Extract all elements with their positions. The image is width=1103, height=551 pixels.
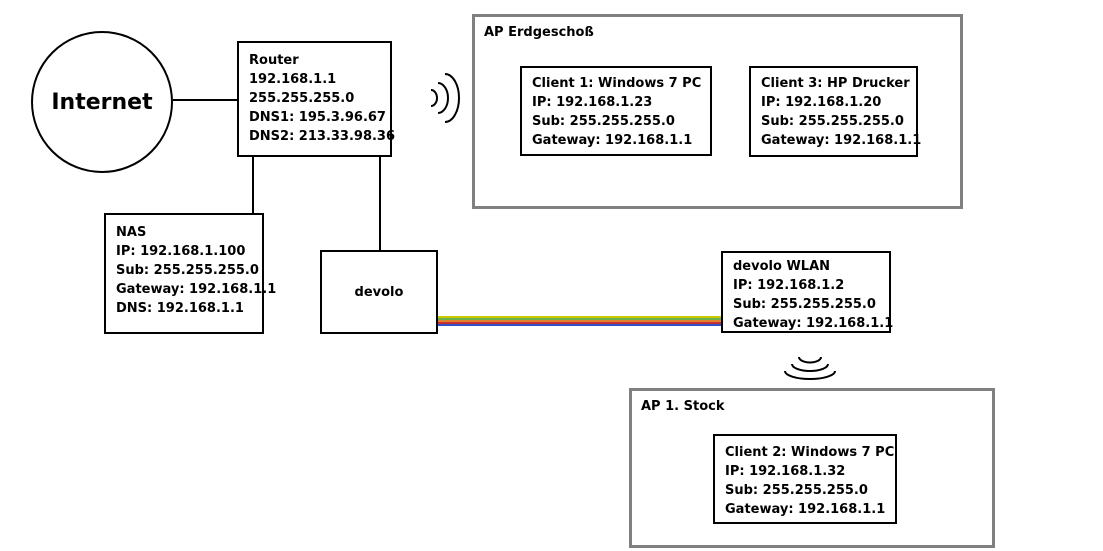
client1-box: Client 1: Windows 7 PC IP: 192.168.1.23 … — [520, 66, 712, 156]
nas-title: NAS — [116, 225, 147, 240]
devolo-wlan-title: devolo WLAN — [733, 259, 831, 274]
client1-title: Client 1: Windows 7 PC — [532, 76, 702, 91]
client3-title: Client 3: HP Drucker — [761, 76, 910, 91]
ap-ground-floor-title: AP Erdgeschoß — [484, 25, 594, 40]
client2-box: Client 2: Windows 7 PC IP: 192.168.1.32 … — [713, 434, 897, 524]
client2-gateway: Gateway: 192.168.1.1 — [725, 502, 886, 517]
router-dns2: DNS2: 213.33.98.36 — [249, 129, 396, 144]
router-title: Router — [249, 53, 299, 68]
devolo-wlan-gateway: Gateway: 192.168.1.1 — [733, 316, 894, 331]
router-subnet: 255.255.255.0 — [249, 91, 355, 106]
powerline-cable — [438, 316, 722, 326]
client3-subnet: Sub: 255.255.255.0 — [761, 114, 904, 129]
nas-box: NAS IP: 192.168.1.100 Sub: 255.255.255.0… — [104, 213, 277, 334]
internet-node: Internet — [31, 31, 173, 173]
client2-ip: IP: 192.168.1.32 — [725, 464, 846, 479]
ap-first-floor-title: AP 1. Stock — [641, 399, 725, 414]
nas-dns: DNS: 192.168.1.1 — [116, 301, 244, 316]
wifi-waves-router-icon — [430, 73, 460, 123]
client2-title: Client 2: Windows 7 PC — [725, 445, 895, 460]
client1-ip: IP: 192.168.1.23 — [532, 95, 653, 110]
router-box: Router 192.168.1.1 255.255.255.0 DNS1: 1… — [237, 41, 396, 157]
client3-ip: IP: 192.168.1.20 — [761, 95, 882, 110]
nas-ip: IP: 192.168.1.100 — [116, 244, 246, 259]
devolo-wlan-box: devolo WLAN IP: 192.168.1.2 Sub: 255.255… — [721, 251, 894, 333]
wifi-waves-devolo-icon — [784, 356, 836, 380]
client1-gateway: Gateway: 192.168.1.1 — [532, 133, 693, 148]
devolo-label: devolo — [354, 284, 404, 300]
client3-gateway: Gateway: 192.168.1.1 — [761, 133, 922, 148]
nas-subnet: Sub: 255.255.255.0 — [116, 263, 259, 278]
client3-box: Client 3: HP Drucker IP: 192.168.1.20 Su… — [749, 66, 922, 157]
devolo-wlan-subnet: Sub: 255.255.255.0 — [733, 297, 876, 312]
router-ip: 192.168.1.1 — [249, 72, 337, 87]
devolo-wlan-ip: IP: 192.168.1.2 — [733, 278, 845, 293]
internet-label: Internet — [51, 89, 153, 115]
nas-gateway: Gateway: 192.168.1.1 — [116, 282, 277, 297]
client1-subnet: Sub: 255.255.255.0 — [532, 114, 675, 129]
router-dns1: DNS1: 195.3.96.67 — [249, 110, 386, 125]
client2-subnet: Sub: 255.255.255.0 — [725, 483, 868, 498]
devolo-box: devolo — [320, 250, 438, 334]
